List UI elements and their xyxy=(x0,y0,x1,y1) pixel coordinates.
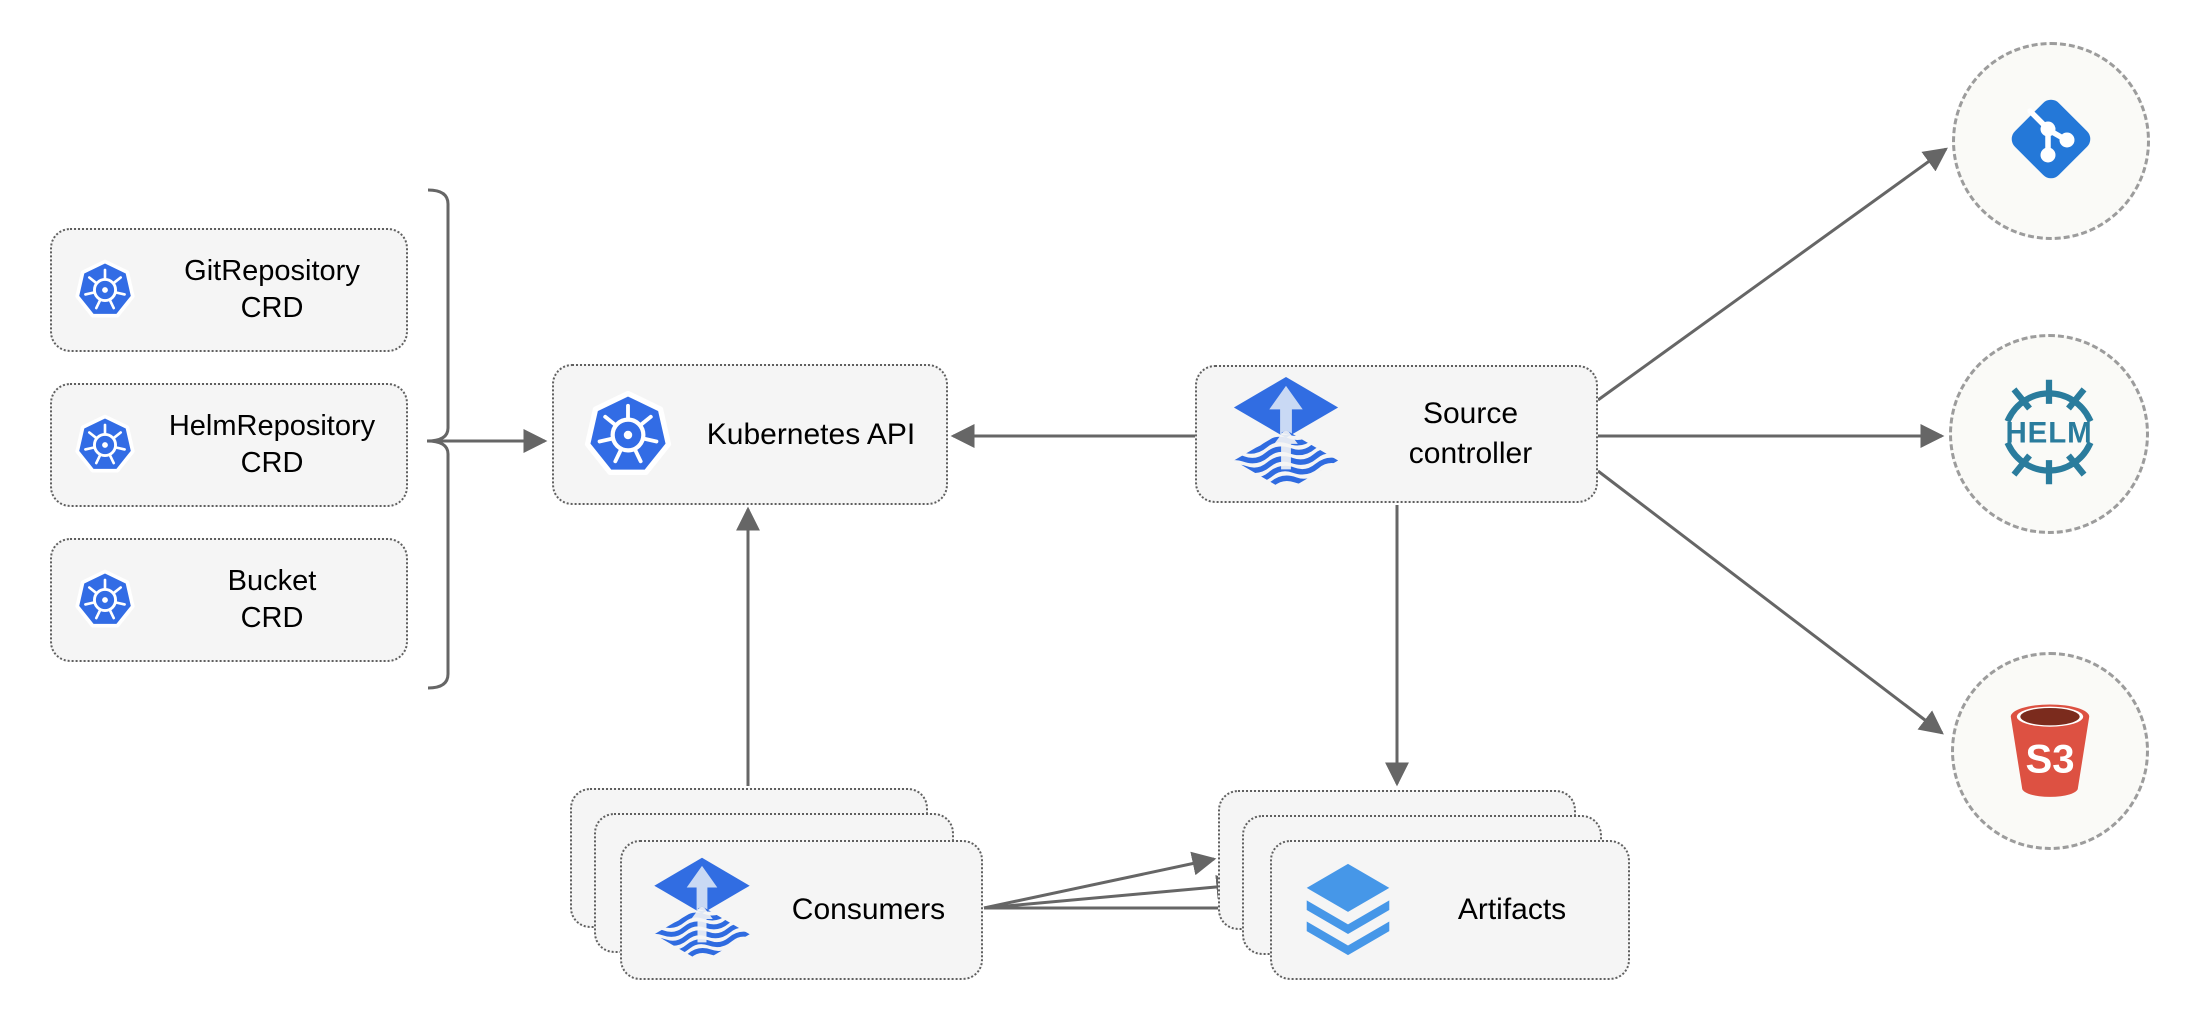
node-kubernetes-api: Kubernetes API xyxy=(552,364,948,505)
kubernetes-icon xyxy=(580,387,676,483)
flux-icon xyxy=(648,856,756,964)
node-source-controller: Source controller xyxy=(1195,365,1598,503)
node-helmrepository-crd: HelmRepository CRD xyxy=(50,383,408,507)
node-bucket-crd: Bucket CRD xyxy=(50,538,408,662)
node-label: Source controller xyxy=(1408,397,1533,470)
endpoint-git-repository xyxy=(1952,42,2150,240)
edge-consumers-to-artifacts-1 xyxy=(983,851,1217,910)
node-label: Kubernetes API xyxy=(706,417,916,451)
endpoint-helm-repository: HELM xyxy=(1949,334,2149,534)
node-label: Consumers xyxy=(791,893,946,926)
kubernetes-icon xyxy=(72,412,138,478)
layers-icon xyxy=(1300,860,1396,960)
helm-logo-text: HELM xyxy=(2005,416,2092,449)
node-label: HelmRepository CRD xyxy=(168,410,376,479)
node-label: Artifacts xyxy=(1457,893,1567,926)
node-consumers: Consumers xyxy=(620,840,983,980)
node-gitrepository-crd: GitRepository CRD xyxy=(50,228,408,352)
kubernetes-icon xyxy=(72,567,138,633)
node-label: Bucket CRD xyxy=(227,565,317,634)
s3-bucket-icon: S3 xyxy=(2002,694,2098,808)
node-label: GitRepository CRD xyxy=(184,255,360,324)
edge-source-to-git xyxy=(1597,147,1948,402)
edge-consumers-to-artifacts-2 xyxy=(983,874,1241,910)
flux-icon xyxy=(1227,375,1345,493)
endpoint-s3-bucket: S3 xyxy=(1951,652,2149,850)
s3-logo-text: S3 xyxy=(2025,737,2074,781)
git-logo-icon xyxy=(2001,89,2101,194)
crd-group-bracket xyxy=(426,188,450,690)
edge-source-to-s3 xyxy=(1597,469,1944,735)
node-artifacts: Artifacts xyxy=(1270,840,1630,980)
helm-logo-icon: HELM xyxy=(1982,378,2116,491)
kubernetes-icon xyxy=(72,257,138,323)
